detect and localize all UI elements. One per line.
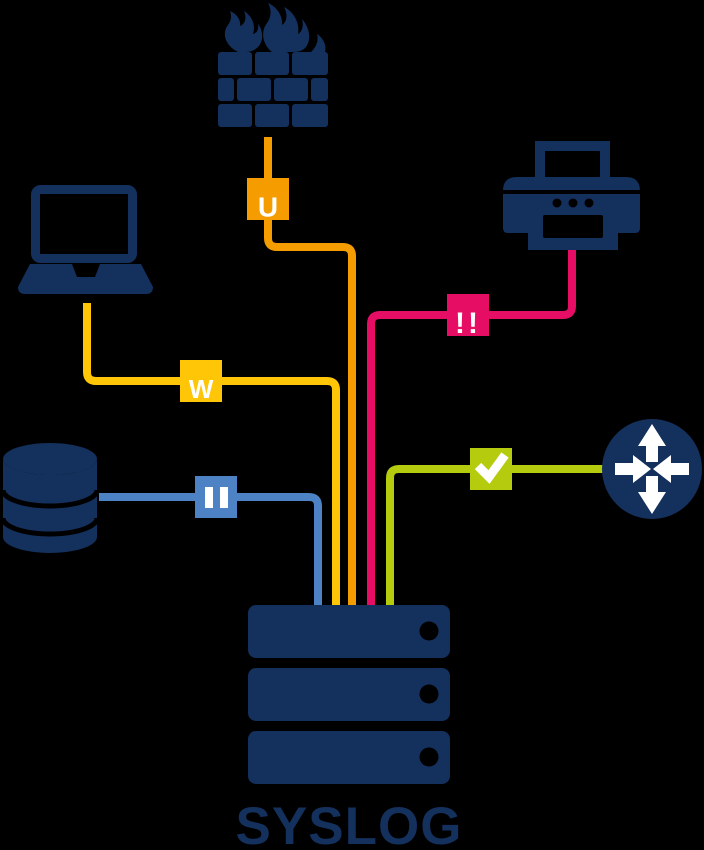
database-line bbox=[99, 493, 322, 606]
flames bbox=[263, 3, 310, 52]
printer-body bbox=[503, 177, 640, 250]
badge-square bbox=[180, 360, 222, 402]
pause-badge bbox=[195, 476, 237, 518]
laptop-screen bbox=[31, 185, 137, 263]
server-drive-holes bbox=[419, 621, 439, 767]
server-unit bbox=[248, 668, 450, 721]
letter-w-badge: W bbox=[180, 360, 222, 404]
laptop-icon bbox=[18, 185, 153, 294]
arrow-up bbox=[638, 424, 666, 462]
flames bbox=[224, 11, 263, 52]
checkmark-icon bbox=[474, 452, 509, 484]
server-unit bbox=[248, 605, 450, 658]
firewall-line bbox=[264, 137, 356, 606]
router-circle bbox=[602, 419, 702, 519]
flames bbox=[311, 34, 326, 52]
arrow-right-inward bbox=[615, 455, 651, 483]
database-slit bbox=[0, 489, 100, 509]
badge-exclamation-label: !! bbox=[455, 307, 481, 340]
printer-status-dots bbox=[552, 198, 594, 208]
badge-square bbox=[195, 476, 237, 518]
server-stack-icon bbox=[248, 605, 450, 784]
router-icon bbox=[602, 419, 702, 519]
arrow-left-inward bbox=[653, 455, 689, 483]
firewall-icon bbox=[218, 3, 328, 127]
badge-w-label: W bbox=[189, 374, 214, 404]
laptop-line bbox=[83, 303, 340, 606]
arrow-down bbox=[638, 476, 666, 514]
badge-square bbox=[447, 294, 489, 336]
double-exclamation-badge: !! bbox=[447, 294, 489, 340]
printer-seam bbox=[503, 190, 640, 194]
database-slit bbox=[0, 517, 100, 537]
router-arrows bbox=[615, 424, 689, 514]
printer-icon bbox=[503, 141, 640, 250]
badge-square bbox=[247, 178, 289, 220]
check-badge bbox=[470, 448, 512, 490]
laptop-base bbox=[18, 264, 153, 294]
pause-icon bbox=[205, 487, 228, 508]
printer-paper-slot bbox=[543, 215, 603, 238]
syslog-label: SYSLOG bbox=[236, 797, 463, 850]
badge-u-label: U bbox=[258, 191, 278, 222]
letter-u-badge: U bbox=[247, 178, 289, 222]
database-icon bbox=[0, 443, 100, 553]
router-line bbox=[386, 465, 604, 606]
server-unit bbox=[248, 731, 450, 784]
